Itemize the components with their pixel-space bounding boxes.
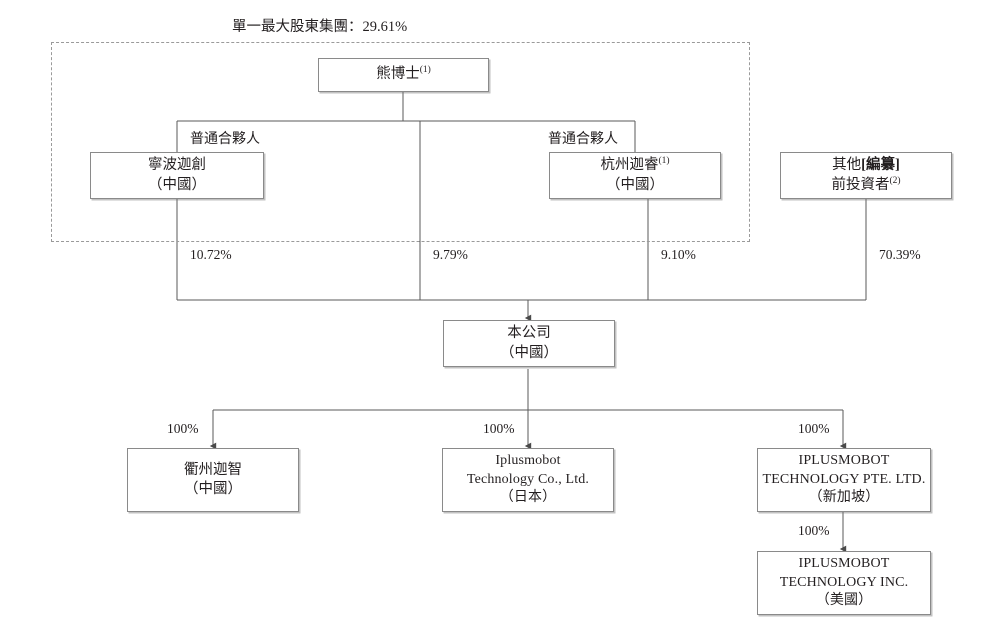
node-founder[interactable]: 熊博士(1) — [318, 58, 489, 92]
node-usa-line1: IPLUSMOBOT — [798, 556, 890, 572]
edge-label-gp-right: 普通合夥人 — [548, 132, 618, 147]
node-ningbo[interactable]: 寧波迦創 （中國） — [90, 152, 264, 199]
node-hangzhou-line1: 杭州迦睿(1) — [600, 156, 670, 174]
node-quzhou[interactable]: 衢州迦智 （中國） — [127, 448, 299, 512]
node-japan-line2: Technology Co., Ltd. — [466, 471, 590, 487]
node-hangzhou-line2: （中國） — [606, 176, 664, 193]
node-singapore-line1: IPLUSMOBOT — [798, 453, 890, 469]
shareholder-group-boundary — [51, 42, 750, 242]
node-company-line2: （中國） — [500, 344, 558, 361]
node-usa-line3: （美國） — [815, 593, 873, 609]
node-others-line1: 其他[編纂] — [832, 157, 900, 174]
node-founder-line1: 熊博士(1) — [376, 65, 431, 83]
node-ningbo-line2: （中國） — [148, 176, 206, 193]
node-ningbo-line1: 寧波迦創 — [148, 157, 206, 174]
node-quzhou-line1: 衢州迦智 — [184, 461, 242, 478]
shareholder-group-title: 單一最大股東集團：29.61% — [232, 19, 408, 35]
node-hangzhou[interactable]: 杭州迦睿(1) （中國） — [549, 152, 721, 199]
node-japan[interactable]: Iplusmobot Technology Co., Ltd. （日本） — [442, 448, 614, 512]
percent-founder-to-company: 9.79% — [433, 247, 468, 262]
percent-others-to-company: 70.39% — [879, 247, 921, 262]
percent-company-to-japan: 100% — [483, 421, 515, 436]
node-company[interactable]: 本公司 （中國） — [443, 320, 615, 367]
node-quzhou-line2: （中國） — [184, 481, 242, 497]
node-singapore-line3: （新加坡） — [808, 490, 880, 506]
percent-company-to-quzhou: 100% — [167, 421, 199, 436]
node-company-line1: 本公司 — [507, 325, 551, 342]
percent-company-to-singapore: 100% — [798, 421, 830, 436]
node-japan-line1: Iplusmobot — [495, 453, 561, 469]
edge-label-gp-left: 普通合夥人 — [190, 132, 260, 147]
percent-singapore-to-usa: 100% — [798, 523, 830, 538]
percent-hangzhou-to-company: 9.10% — [661, 247, 696, 262]
node-singapore[interactable]: IPLUSMOBOT TECHNOLOGY PTE. LTD. （新加坡） — [757, 448, 931, 512]
node-other-pre-ipo-investors[interactable]: 其他[編纂] 前投資者(2) — [780, 152, 952, 199]
node-others-line2: 前投資者(2) — [831, 175, 901, 193]
percent-ningbo-to-company: 10.72% — [190, 247, 232, 262]
node-usa[interactable]: IPLUSMOBOT TECHNOLOGY INC. （美國） — [757, 551, 931, 615]
node-singapore-line2: TECHNOLOGY PTE. LTD. — [762, 471, 926, 487]
node-japan-line3: （日本） — [499, 490, 557, 506]
node-usa-line2: TECHNOLOGY INC. — [779, 574, 909, 590]
